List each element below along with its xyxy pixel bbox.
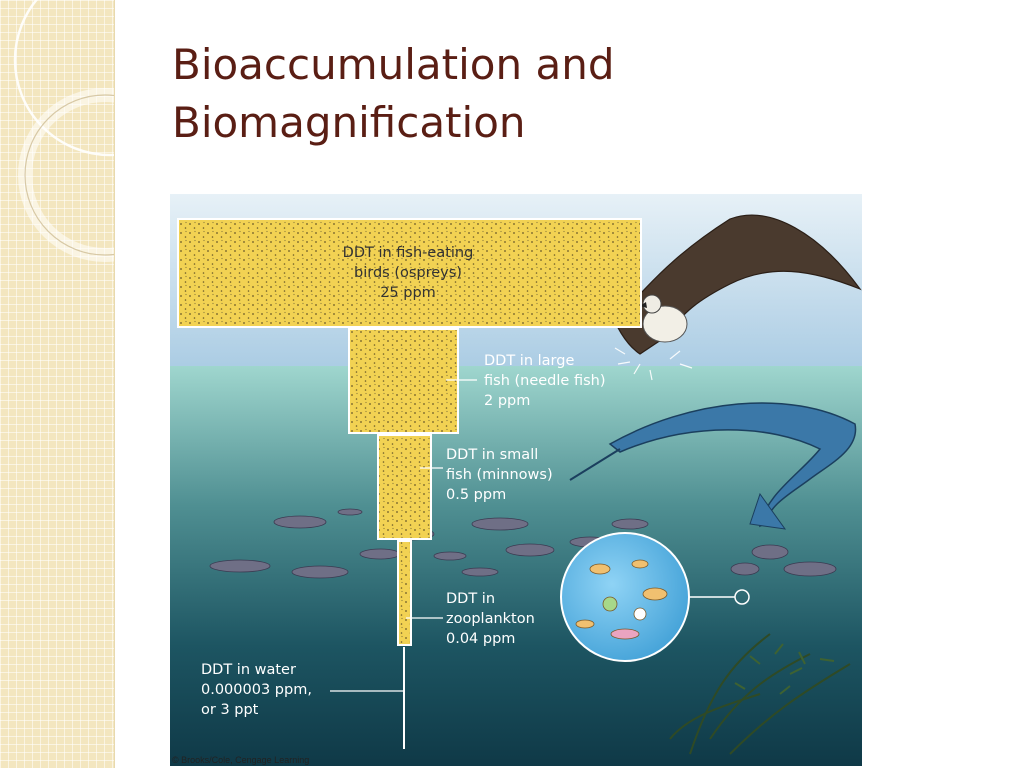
label-water-line-3: or 3 ppt xyxy=(201,702,259,718)
label-birds: DDT in fish-eating birds (ospreys) 25 pp… xyxy=(320,243,496,303)
label-large-fish: DDT in large fish (needle fish) 2 ppm xyxy=(484,351,605,411)
label-zooplankton-line-3: 0.04 ppm xyxy=(446,631,516,647)
label-small-fish-line-2: fish (minnows) xyxy=(446,467,553,483)
decorative-sidebar xyxy=(0,0,115,768)
label-large-fish-line-3: 2 ppm xyxy=(484,393,531,409)
label-water-line-1: DDT in water xyxy=(201,662,296,678)
label-water-line-2: 0.000003 ppm, xyxy=(201,682,312,698)
label-zooplankton-line-1: DDT in xyxy=(446,591,496,607)
label-large-fish-line-2: fish (needle fish) xyxy=(484,373,606,389)
slide-title: Bioaccumulation and Biomagnification xyxy=(172,36,872,152)
seaweed-icon xyxy=(669,633,851,755)
bar-small-fish xyxy=(377,434,432,540)
label-large-fish-line-1: DDT in large xyxy=(484,353,575,369)
plankton-circle-icon xyxy=(560,532,750,662)
slide-title-line-1: Bioaccumulation and xyxy=(172,40,615,89)
label-zooplankton-line-2: zooplankton xyxy=(446,611,535,627)
bar-large-fish xyxy=(348,328,459,434)
leader-lines xyxy=(330,379,477,692)
slide-title-line-2: Biomagnification xyxy=(172,98,526,147)
image-credit: © Brooks/Cole, Cengage Learning xyxy=(172,755,310,765)
label-small-fish-line-1: DDT in small xyxy=(446,447,539,463)
label-small-fish: DDT in small fish (minnows) 0.5 ppm xyxy=(446,445,553,505)
label-birds-line-3: 25 ppm xyxy=(380,285,436,301)
bar-birds xyxy=(177,218,642,328)
decorative-circles xyxy=(13,0,114,262)
label-birds-line-2: birds (ospreys) xyxy=(354,265,462,281)
label-water: DDT in water 0.000003 ppm, or 3 ppt xyxy=(201,660,312,720)
figure-illustration xyxy=(170,194,862,766)
label-birds-line-1: DDT in fish-eating xyxy=(342,245,474,261)
label-zooplankton: DDT in zooplankton 0.04 ppm xyxy=(446,589,535,649)
label-small-fish-line-3: 0.5 ppm xyxy=(446,487,507,503)
needle-fish-icon xyxy=(569,402,857,530)
ddt-bar-stack xyxy=(177,218,642,749)
ddt-biomagnification-figure: DDT in fish-eating birds (ospreys) 25 pp… xyxy=(170,194,862,766)
bar-zooplankton xyxy=(397,540,412,646)
